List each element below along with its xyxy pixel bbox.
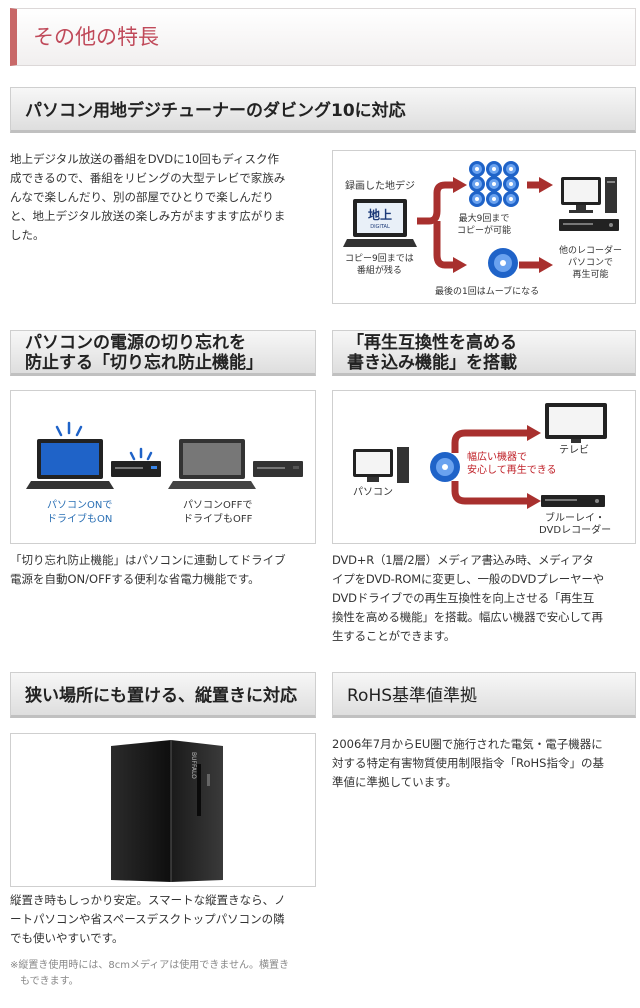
disc-icon [475, 167, 479, 171]
vertical-note: ※縦置き使用時には、8cmメディアは使用できません。横置き もできます。 [10, 960, 289, 987]
power-heading-line-2: 防止する「切り忘れ防止機能」 [25, 353, 263, 373]
last-move-label: 最後の1回はムーブになる [435, 287, 540, 297]
compat-illustration [353, 403, 607, 509]
laptop-icon [343, 199, 417, 247]
compat-note-label: 幅広い機器で 安心して再生できる [467, 452, 557, 476]
disc-stack-icon [469, 161, 519, 207]
on-label: パソコンONで ドライブもON [47, 500, 113, 525]
tv-label: テレビ [559, 445, 589, 456]
disc-icon [475, 182, 479, 186]
disc-icon [492, 167, 496, 171]
compat-heading-box: 「再生互換性を高める 書き込み機能」を搭載 [332, 330, 636, 376]
dubbing-heading-box: パソコン用地デジチューナーのダビング10に対応 [10, 87, 636, 133]
drive-off-icon [253, 461, 303, 477]
rohs-heading-box: RoHS基準値準拠 [332, 672, 636, 718]
compat-disc-icon [430, 452, 460, 482]
bluray-recorder-icon [541, 495, 605, 507]
pc-label: パソコン [353, 487, 393, 498]
disc-icon [492, 197, 496, 201]
vertical-heading: 狭い場所にも置ける、縦置きに対応 [25, 686, 297, 706]
recorded-label: 録画した地デジ [345, 181, 415, 192]
disc-icon [509, 197, 513, 201]
dvd-drive-image [111, 740, 223, 882]
disc-icon [492, 182, 496, 186]
compat-heading-line-2: 書き込み機能」を搭載 [347, 353, 517, 373]
digital-logo-text: 地上 [368, 207, 392, 222]
rohs-heading: RoHS基準値準拠 [347, 686, 478, 706]
dubbing-illustration: 地上 DIGITAL [343, 161, 619, 278]
compat-diagram: テレビ パソコン 幅広い機器で 安心して再生できる ブルーレイ・ DVDレコーダ… [332, 390, 636, 544]
tv-icon [545, 403, 607, 443]
dubbing-diagram: 録画した地デジ 地上 DIGITAL [332, 150, 636, 304]
brand-logo: BUFFALO [190, 752, 197, 779]
power-body: 「切り忘れ防止機能」はパソコンに連動してドライブ 電源を自動ON/OFFする便利… [10, 553, 286, 586]
laptop-on-icon [26, 439, 114, 489]
power-diagram: パソコンONで ドライブもON パソコンOFFで ドライブもOFF [10, 390, 316, 544]
branch-arrow-icon [417, 181, 455, 269]
compat-arrow-icon [451, 429, 529, 505]
power-heading-line-1: パソコンの電源の切り忘れを [25, 333, 246, 353]
power-heading-box: パソコンの電源の切り忘れを 防止する「切り忘れ防止機能」 [10, 330, 316, 376]
power-illustration [26, 421, 303, 489]
vertical-product-image: BUFFALO [10, 733, 316, 887]
off-label: パソコンOFFで ドライブもOFF [183, 500, 253, 525]
copy-remain-label: コピー9回までは 番組が残る [345, 254, 414, 276]
vertical-body: 縦置き時もしっかり安定。スマートな縦置きなら、ノ ートパソコンや省スペースデスク… [10, 893, 286, 945]
compat-body: DVD+R（1層/2層）メディア書込み時、メディアタ イプをDVD-ROMに変更… [332, 553, 604, 643]
single-disc-icon [488, 248, 518, 278]
disc-icon [475, 197, 479, 201]
vertical-heading-box: 狭い場所にも置ける、縦置きに対応 [10, 672, 316, 718]
monitor-icon [561, 177, 617, 213]
dubbing-heading: パソコン用地デジチューナーのダビング10に対応 [25, 101, 406, 121]
rohs-body: 2006年7月からEU圏で施行された電気・電子機器に 対する特定有害物質使用制限… [332, 737, 604, 789]
signal-icon [55, 421, 153, 461]
digital-logo-sub: DIGITAL [370, 224, 390, 230]
other-device-label: 他のレコーダー パソコンで 再生可能 [559, 246, 623, 280]
compat-heading-line-1: 「再生互換性を高める [347, 333, 517, 353]
disc-icon [509, 167, 513, 171]
max-copy-label: 最大9回まで コピーが可能 [457, 214, 512, 236]
drive-on-icon [111, 461, 161, 477]
disc-icon [509, 182, 513, 186]
pc-icon [353, 447, 409, 483]
bluray-label: ブルーレイ・ DVDレコーダー [539, 513, 612, 536]
dubbing-body: 地上デジタル放送の番組をDVDに10回もディスク作 成できるので、番組をリビング… [10, 152, 286, 242]
page-title: その他の特長 [33, 25, 159, 49]
laptop-off-icon [168, 439, 256, 489]
section-header: その他の特長 [10, 8, 636, 66]
recorder-icon [559, 219, 619, 231]
